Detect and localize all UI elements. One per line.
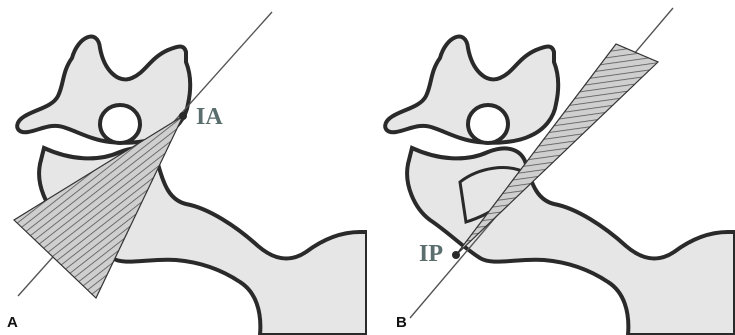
bone-lower-b <box>407 148 735 335</box>
panel-b: IP B <box>368 0 735 335</box>
canal-hole-a <box>100 105 140 143</box>
panel-letter-b: B <box>396 314 407 331</box>
point-ip-marker <box>452 251 460 259</box>
panel-letter-a: A <box>7 314 18 331</box>
panel-a: IA A <box>0 0 367 335</box>
point-label-ia: IA <box>196 104 223 131</box>
canal-hole-b <box>468 105 508 143</box>
panel-b-drawing <box>368 0 735 335</box>
panel-a-drawing <box>0 0 367 335</box>
point-ia-marker <box>179 112 187 120</box>
point-label-ip: IP <box>419 241 443 268</box>
